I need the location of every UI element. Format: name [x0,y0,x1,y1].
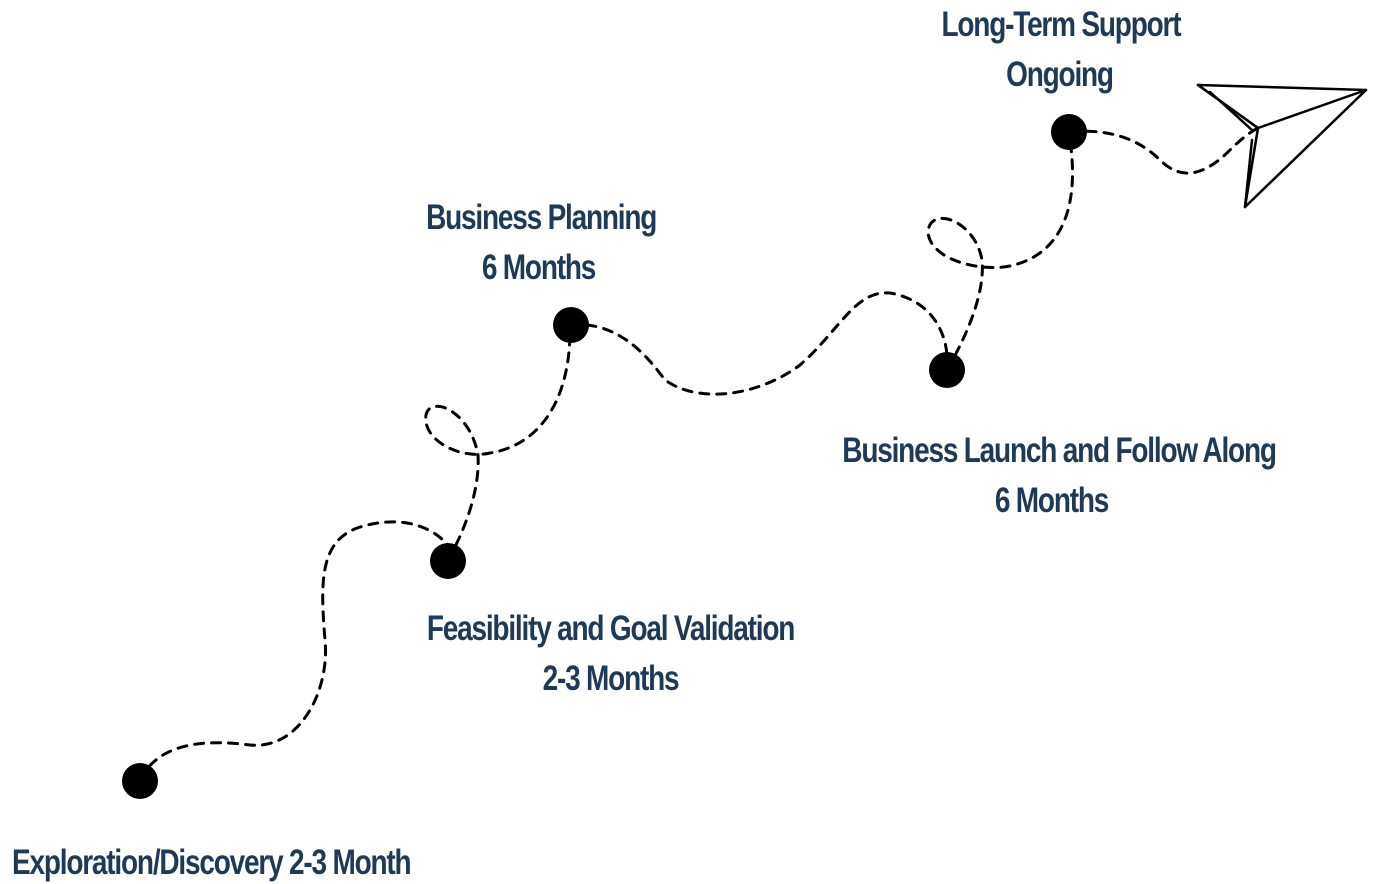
milestone-title: Exploration/Discovery 2-3 Month [12,843,412,882]
paper-plane-icon [1196,83,1368,209]
milestone-label-launch: Business Launch and Follow Along 6 Month… [842,426,1277,526]
milestone-duration: 2-3 Months [542,659,680,698]
path-segment-support-to-plane [1068,126,1260,175]
path-segment-planning-to-launch [568,291,949,396]
milestone-dot-exploration [122,763,158,799]
milestone-label-support: Long-Term Support Ongoing [941,0,1182,100]
milestone-label-feasibility: Feasibility and Goal Validation 2-3 Mont… [425,604,797,704]
milestone-dot-feasibility [430,543,466,579]
milestone-duration: Ongoing [1006,55,1114,94]
milestone-dot-support [1051,114,1087,150]
milestone-dot-launch [929,352,965,388]
milestone-title: Feasibility and Goal Validation [426,609,796,648]
path-segment-feasibility-to-planning [424,328,572,562]
path-segment-exploration-to-feasibility [138,520,450,782]
milestone-title: Business Planning [426,198,657,237]
milestone-duration: 6 Months [481,248,596,287]
milestone-title: Long-Term Support [941,5,1182,44]
milestone-label-planning: Business Planning 6 Months [426,193,657,293]
path-segment-launch-to-support [926,138,1074,372]
milestone-title: Business Launch and Follow Along [842,431,1277,470]
milestone-dot-planning [553,307,589,343]
milestone-duration: 6 Months [994,481,1109,520]
milestone-label-exploration: Exploration/Discovery 2-3 Month [12,838,412,884]
